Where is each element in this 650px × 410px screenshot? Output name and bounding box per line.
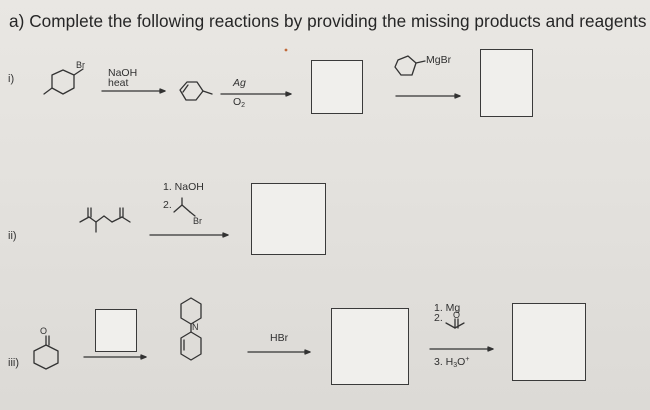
step-3-h3o: 3. H3O+ [434, 356, 470, 369]
reagent-heat: heat [108, 77, 129, 89]
answer-box-i-2[interactable] [480, 49, 533, 117]
structure-cyclohexanone [33, 335, 59, 370]
step-1-naoh: 1. NaOH [163, 181, 204, 193]
structure-bromo-cyclohexane [43, 68, 84, 95]
step-2-label: 2. [163, 199, 172, 211]
structure-diketone [79, 207, 131, 233]
structure-isopropyl-bromide [173, 197, 196, 217]
reaction-arrow-7-head [487, 346, 494, 352]
reagent-naoh: NaOH [108, 67, 138, 79]
reagent-hbr: HBr [270, 332, 289, 344]
reaction-arrow-1-head [159, 88, 166, 94]
bromo-label: Br [76, 60, 85, 70]
aldehyde-o-label: O [453, 310, 461, 320]
step-2-label-iii: 2. [434, 312, 443, 324]
answer-box-i-1[interactable] [311, 60, 363, 114]
structure-cyclopentyl-grignard [394, 55, 426, 76]
part-number-i: i) [8, 73, 15, 85]
reaction-arrow-4-head [222, 232, 229, 238]
stray-mark [284, 48, 288, 52]
reaction-arrow-3-head [454, 93, 461, 99]
ketone-o-label: O [40, 326, 48, 336]
reaction-arrow-2-head [285, 91, 292, 97]
reagent-o2: O2 [233, 96, 246, 110]
grignard-label: MgBr [426, 54, 452, 66]
answer-box-iii-2[interactable] [512, 303, 586, 381]
answer-box-iii-reagent[interactable] [95, 309, 137, 352]
answer-box-iii-1[interactable] [331, 308, 409, 385]
structure-enamine [180, 297, 202, 361]
structure-acetaldehyde [445, 318, 465, 329]
answer-box-ii[interactable] [251, 183, 326, 255]
step-1-mg: 1. Mg [434, 302, 461, 314]
reaction-arrow-6-head [304, 349, 311, 355]
isopropyl-br-label: Br [193, 216, 202, 226]
reaction-arrow-5-head [140, 354, 147, 360]
part-number-iii: iii) [8, 357, 19, 369]
reagent-ag: Ag [233, 77, 246, 89]
structure-methylenecyclohexene [179, 81, 213, 101]
part-number-ii: ii) [8, 230, 17, 242]
enamine-n-label: N [192, 322, 199, 332]
question-heading: a) Complete the following reactions by p… [9, 11, 647, 31]
